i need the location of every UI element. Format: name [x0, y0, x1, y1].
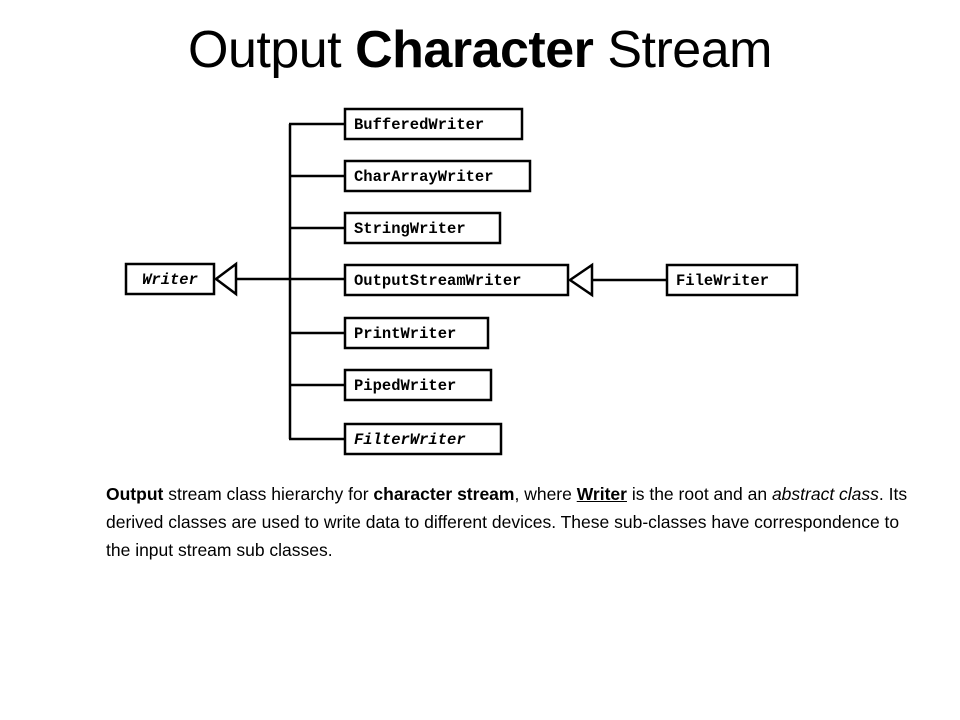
title-part-3: Stream	[593, 21, 772, 79]
title-part-2: Character	[355, 21, 594, 79]
class-box-stringwriter: StringWriter	[343, 211, 502, 245]
description-paragraph: Output stream class hierarchy for charac…	[106, 480, 926, 564]
root-class-box: Writer	[124, 262, 216, 296]
class-box-bufferedwriter: BufferedWriter	[343, 107, 524, 141]
class-box-pipedwriter: PipedWriter	[343, 368, 493, 402]
desc-writer: Writer	[576, 484, 627, 504]
class-label: FileWriter	[676, 272, 769, 290]
desc-text: . Its derived classes are used to write …	[106, 484, 908, 560]
class-label: FilterWriter	[354, 431, 466, 449]
class-box-filterwriter: FilterWriter	[343, 422, 503, 456]
class-box-filewriter: FileWriter	[665, 263, 799, 297]
inheritance-arrow-root	[213, 261, 238, 297]
class-label: PrintWriter	[354, 325, 456, 343]
class-box-printwriter: PrintWriter	[343, 316, 490, 350]
root-class-label: Writer	[142, 271, 198, 289]
class-label: BufferedWriter	[354, 116, 484, 134]
page-title: Output Character Stream	[0, 21, 960, 79]
class-label: StringWriter	[354, 220, 466, 238]
desc-text: stream class hierarchy for	[163, 484, 374, 504]
inheritance-arrow-outputstreamwriter	[567, 262, 594, 298]
class-box-outputstreamwriter: OutputStreamWriter	[343, 263, 570, 297]
class-box-chararraywriter: CharArrayWriter	[343, 159, 532, 193]
title-part-1: Output	[188, 21, 356, 79]
desc-output: Output	[106, 484, 164, 504]
class-label: CharArrayWriter	[354, 168, 494, 186]
desc-character-stream: character stream	[373, 484, 515, 504]
class-label: PipedWriter	[354, 377, 456, 395]
class-label: OutputStreamWriter	[354, 272, 521, 290]
desc-text: , where	[514, 484, 577, 504]
desc-text: is the root and an	[626, 484, 772, 504]
desc-abstract-class: abstract class	[771, 484, 879, 504]
